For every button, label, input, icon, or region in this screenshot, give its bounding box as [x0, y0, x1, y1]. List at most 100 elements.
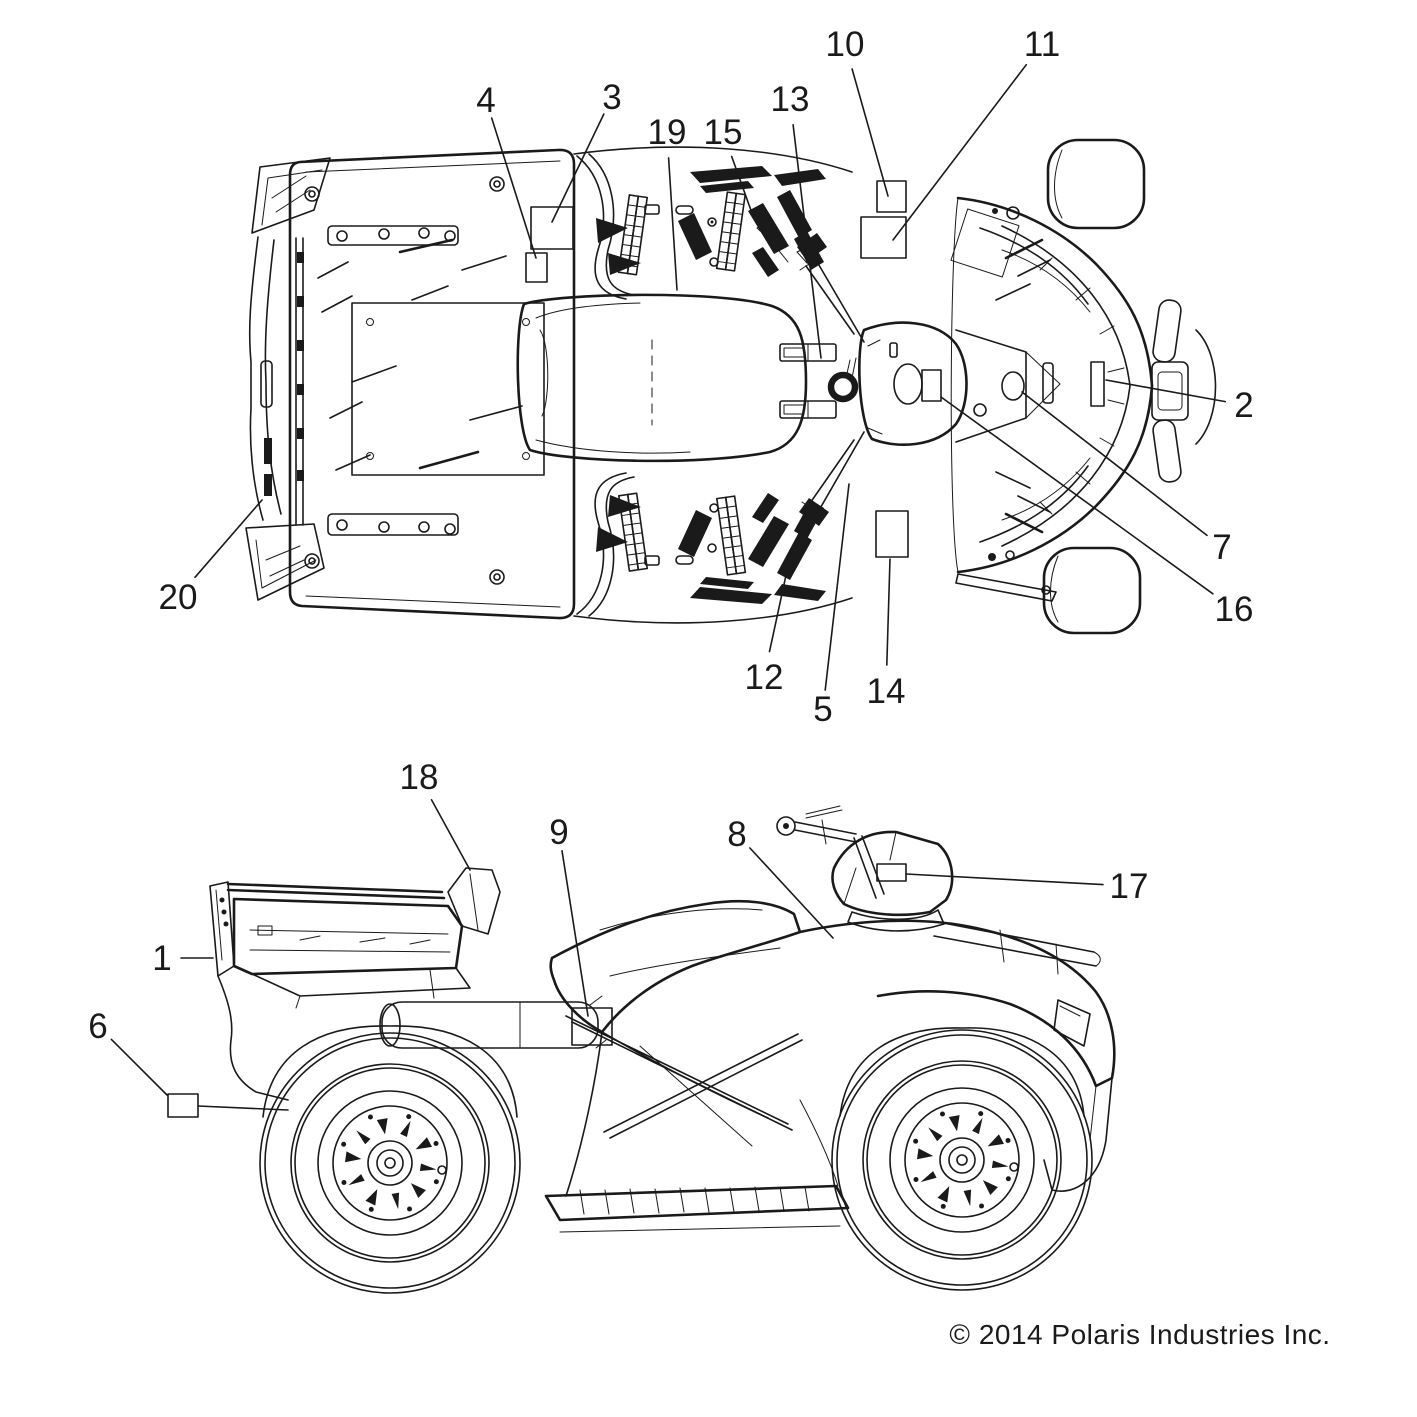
callout-19-number[interactable]: 19	[648, 113, 687, 152]
callout-2-number[interactable]: 2	[1234, 386, 1253, 425]
callout-5[interactable]: 5	[813, 483, 850, 729]
callout-4-number[interactable]: 4	[476, 81, 495, 120]
wheel-spoke	[991, 1160, 1009, 1168]
callout-11[interactable]: 11	[892, 25, 1060, 241]
rim-bolt	[939, 1111, 945, 1117]
leader-line-20	[194, 499, 263, 579]
wheel-spoke	[419, 1163, 437, 1171]
decal-9-marker	[571, 1007, 613, 1046]
wheel-ring	[836, 1034, 1088, 1286]
callout-8-number[interactable]: 8	[727, 815, 746, 854]
wheel-spoke	[972, 1117, 983, 1134]
decal-6-marker	[167, 1093, 199, 1118]
valve-stem	[1009, 1162, 1019, 1172]
hub-ring	[376, 1149, 404, 1177]
wheel-ring	[264, 1037, 516, 1289]
callout-3[interactable]: 3	[551, 78, 622, 223]
wheel-ring	[904, 1102, 1020, 1218]
decal-4-marker	[525, 252, 548, 283]
wheel-ring	[259, 1032, 521, 1294]
callout-9[interactable]: 9	[549, 813, 589, 1017]
rear-fender	[217, 975, 518, 1118]
front-brush-guard	[1151, 299, 1217, 483]
leader-line-19	[667, 157, 678, 291]
callout-20[interactable]: 20	[159, 499, 263, 617]
decal-16-marker	[921, 369, 942, 402]
callout-3-number[interactable]: 3	[602, 78, 621, 117]
front-footwell-top	[596, 166, 826, 277]
rim-bolt	[979, 1203, 985, 1209]
wheel-spoke	[391, 1192, 400, 1210]
callout-10-number[interactable]: 10	[826, 25, 865, 64]
callout-18-number[interactable]: 18	[400, 758, 439, 797]
decal-3-marker	[530, 206, 574, 250]
hub-ring	[939, 1137, 985, 1183]
callout-18[interactable]: 18	[400, 758, 471, 871]
wheel-ring	[317, 1090, 463, 1236]
hub-ring	[367, 1140, 413, 1186]
callout-7-number[interactable]: 7	[1212, 528, 1231, 567]
callout-12-number[interactable]: 12	[745, 658, 784, 697]
rim-bolt	[913, 1138, 919, 1144]
callout-14-number[interactable]: 14	[867, 672, 906, 711]
decal-17-marker	[876, 863, 907, 882]
wheel-spoke	[345, 1151, 362, 1163]
leader-line-17	[905, 873, 1104, 886]
callout-15-number[interactable]: 15	[704, 113, 743, 152]
atv-top-view-drawing	[245, 138, 1217, 635]
callout-15[interactable]: 15	[704, 113, 754, 217]
wheel-ring	[294, 1067, 486, 1259]
callout-5-number[interactable]: 5	[813, 690, 832, 729]
front-body	[950, 196, 1154, 602]
leader-line-8	[749, 847, 834, 939]
leader-line-14	[885, 558, 891, 666]
wheel-spoke	[365, 1189, 378, 1206]
callout-16[interactable]: 16	[940, 396, 1254, 629]
callout-16-number[interactable]: 16	[1215, 590, 1254, 629]
callout-8[interactable]: 8	[727, 815, 834, 939]
callout-9-number[interactable]: 9	[549, 813, 568, 852]
callout-14[interactable]: 14	[867, 558, 906, 711]
wheel-spoke	[987, 1134, 1004, 1147]
leader-line-12	[768, 551, 792, 653]
wheel-spoke	[415, 1137, 432, 1150]
wheel-spoke	[920, 1171, 937, 1183]
callout-17-number[interactable]: 17	[1110, 867, 1149, 906]
fuel-cap	[827, 371, 859, 403]
leader-line-16	[940, 396, 1214, 595]
callout-4[interactable]: 4	[476, 81, 537, 259]
callout-17[interactable]: 17	[905, 867, 1149, 906]
callout-10[interactable]: 10	[826, 25, 889, 197]
callout-19[interactable]: 19	[648, 113, 687, 291]
callout-1[interactable]: 1	[152, 939, 214, 978]
front-footwell-bottom	[596, 492, 826, 604]
hub-ring	[956, 1154, 968, 1166]
leader-line-2	[1105, 379, 1227, 403]
seat-side-view	[549, 899, 802, 1034]
callout-6[interactable]: 6	[88, 1007, 289, 1111]
handlebar-side-view	[776, 805, 885, 899]
callout-6-number[interactable]: 6	[88, 1007, 107, 1046]
front-wheel	[831, 1029, 1093, 1291]
callout-13[interactable]: 13	[771, 80, 822, 359]
rim-bolt	[433, 1140, 439, 1146]
wheel-spoke	[937, 1186, 950, 1203]
callout-11-number[interactable]: 11	[1024, 25, 1060, 64]
callout-1-number[interactable]: 1	[152, 939, 171, 978]
rim-bolt	[940, 1203, 946, 1209]
wheel-spoke	[410, 1183, 426, 1198]
callout-20-number[interactable]: 20	[159, 578, 198, 617]
rim-bolt	[913, 1177, 919, 1183]
callout-2[interactable]: 2	[1105, 379, 1254, 425]
wheel-ring	[290, 1063, 490, 1263]
wheel-spoke	[948, 1115, 960, 1132]
rim-bolt	[341, 1180, 347, 1186]
leader-line-11	[892, 63, 1028, 241]
callout-7[interactable]: 7	[1021, 391, 1232, 567]
callout-12[interactable]: 12	[745, 551, 792, 697]
decal-11-marker	[860, 216, 907, 259]
wheel-ring	[889, 1087, 1035, 1233]
callout-13-number[interactable]: 13	[771, 80, 810, 119]
